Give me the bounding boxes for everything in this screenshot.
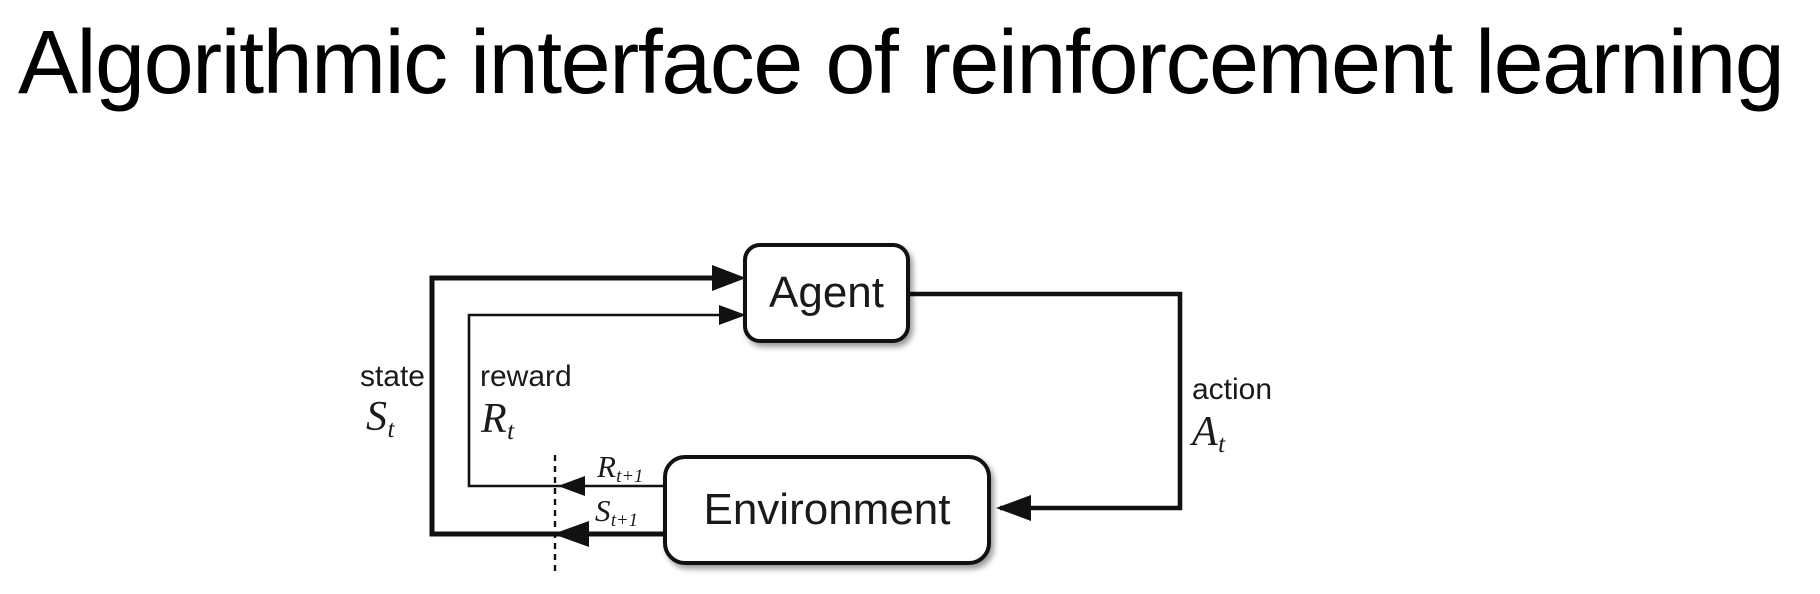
- environment-box: Environment: [663, 455, 991, 565]
- state-symbol-label: St: [366, 394, 395, 442]
- next-reward-symbol-label: Rt+1: [597, 449, 643, 486]
- action-word-label: action: [1192, 373, 1273, 406]
- action-symbol: A: [1192, 409, 1218, 455]
- reward-symbol: R: [481, 396, 507, 442]
- state-subscript: t: [387, 416, 395, 444]
- next-state-subscript: t+1: [610, 510, 638, 532]
- state-word-label: state: [359, 360, 425, 393]
- next-reward-symbol: R: [597, 449, 616, 484]
- arrowhead-next-state-left: [553, 521, 589, 547]
- next-state-symbol-label: St+1: [595, 493, 638, 530]
- reward-symbol-label: Rt: [481, 396, 514, 444]
- arrowhead-next-reward-left: [558, 476, 585, 496]
- reward-word-label: reward: [480, 360, 572, 393]
- reward-subscript: t: [507, 418, 515, 446]
- environment-label: Environment: [703, 485, 951, 534]
- next-reward-subscript: t+1: [616, 466, 644, 488]
- action-subscript: t: [1218, 431, 1226, 459]
- arrowhead-state-to-agent: [712, 265, 746, 291]
- action-symbol-label: At: [1192, 409, 1225, 457]
- arrowhead-reward-to-agent: [719, 305, 746, 325]
- agent-box: Agent: [743, 243, 910, 343]
- slide-title: Algorithmic interface of reinforcement l…: [18, 13, 1785, 113]
- agent-label: Agent: [769, 268, 884, 317]
- next-state-symbol: S: [595, 493, 611, 528]
- arrowhead-action-to-environment: [996, 495, 1031, 521]
- action-loop-line: [900, 291, 1183, 511]
- state-symbol: S: [366, 394, 387, 440]
